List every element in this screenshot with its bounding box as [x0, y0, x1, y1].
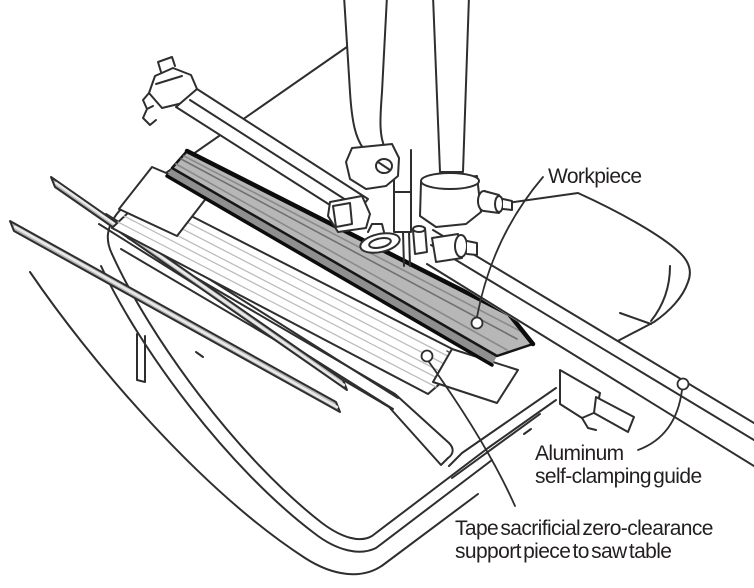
leader-lines [420, 176, 690, 507]
tape-support-label-line1: Tape sacrificial zero-clearance [455, 517, 713, 540]
aluminum-guide-label: Aluminum self-clamping guide [535, 442, 702, 488]
guide-clamp-latch-drawing [559, 369, 635, 433]
aluminum-leader-line [637, 389, 683, 451]
aluminum-guide-label-line1: Aluminum [535, 442, 624, 465]
rail-hook-strap [136, 333, 146, 383]
lower-bolt [431, 233, 463, 263]
tape-callout-dot [420, 349, 434, 363]
tape-support-label: Tape sacrificial zero-clearance support … [455, 517, 713, 563]
workpiece-callout-dot [470, 316, 484, 330]
saw-head-drawing [327, 0, 513, 267]
aluminum-guide-label-line2: self-clamping guide [535, 465, 702, 488]
tape-piece-right [432, 348, 519, 404]
workpiece-label: Workpiece [548, 165, 642, 188]
guard-arm-tube [343, 0, 388, 149]
aluminum-callout-dot [676, 377, 690, 391]
support-piece-drawing [111, 193, 471, 395]
platform-drawing [120, 237, 557, 479]
aluminum-guide-rail-drawing [426, 229, 754, 468]
saw-blade [402, 231, 411, 267]
workpiece-drawing [165, 148, 536, 367]
workpiece-leader-line [476, 176, 544, 318]
tape-leader-line [428, 361, 516, 507]
guard-foot [345, 143, 400, 190]
tape-support-label-line2: support piece to saw table [455, 540, 672, 563]
workpiece-label-text: Workpiece [548, 165, 642, 188]
outfeed-bench-drawing [499, 192, 691, 345]
post-tube [432, 0, 470, 173]
